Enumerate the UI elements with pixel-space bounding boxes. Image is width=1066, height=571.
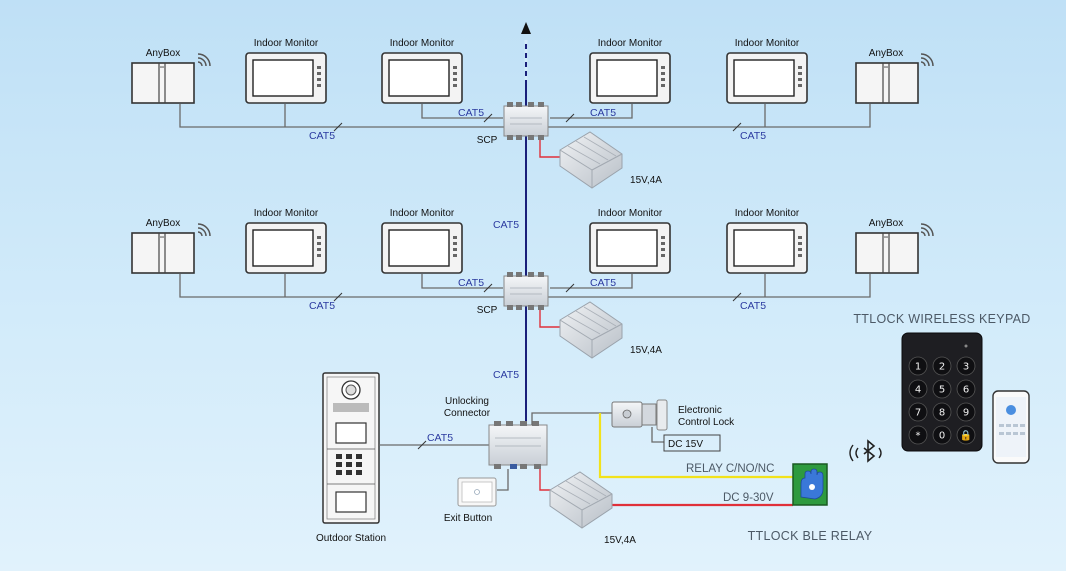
keypad-key <box>956 356 976 376</box>
wireless-keypad-label: TTLOCK WIRELESS KEYPAD <box>853 312 1030 326</box>
keypad-key <box>932 402 952 422</box>
indoor-monitor-label: Indoor Monitor <box>735 208 800 219</box>
indoor-monitor-label: Indoor Monitor <box>390 208 455 219</box>
indoor-monitor-label: Indoor Monitor <box>254 38 319 49</box>
keypad-key-label: * <box>916 431 921 442</box>
anybox-label: AnyBox <box>146 48 180 59</box>
electronic-lock-label: Control Lock <box>678 417 735 428</box>
keypad-key-label: 8 <box>939 408 945 419</box>
dc-9-30v-label: DC 9-30V <box>723 492 774 504</box>
keypad-key <box>956 402 976 422</box>
relay-cno-label: RELAY C/NO/NC <box>686 463 774 475</box>
anybox-label: AnyBox <box>869 48 903 59</box>
unlocking-connector-label: Connector <box>444 408 491 419</box>
keypad-key-label: 3 <box>963 362 969 373</box>
cat5-label: CAT5 <box>493 369 519 381</box>
exit-button-device <box>457 477 497 507</box>
keypad-key <box>956 425 976 445</box>
psu-label: 15V,4A <box>604 535 636 546</box>
indoor-monitor-label: Indoor Monitor <box>254 208 319 219</box>
indoor-monitor-label: Indoor Monitor <box>598 38 663 49</box>
indoor-monitor-label: Indoor Monitor <box>598 208 663 219</box>
keypad-key <box>932 356 952 376</box>
floor-row-2: AnyBox Indoor Monitor Indoor Monitor Ind… <box>131 208 934 359</box>
ttlock-wireless-keypad: 1 2 3 4 5 6 7 8 9 * 0 🔒 <box>901 332 983 452</box>
unlocking-connector-label: Unlocking <box>445 396 489 407</box>
keypad-key <box>908 402 928 422</box>
dc-15v-box <box>663 434 721 452</box>
cat5-label: CAT5 <box>740 130 766 142</box>
anybox-label: AnyBox <box>869 218 903 229</box>
indoor-monitor-label: Indoor Monitor <box>735 38 800 49</box>
exit-button-label: Exit Button <box>444 513 492 524</box>
keypad-key <box>956 379 976 399</box>
keypad-key-label: 🔒 <box>960 430 972 442</box>
keypad-key <box>908 356 928 376</box>
cat5-label: CAT5 <box>458 107 484 119</box>
keypad-key <box>908 379 928 399</box>
keypad-key-label: 7 <box>915 408 921 419</box>
keypad-key <box>932 425 952 445</box>
electronic-lock-label: Electronic <box>678 405 722 416</box>
scp-label: SCP <box>477 135 498 146</box>
keypad-key-label: 6 <box>963 385 969 396</box>
outdoor-station <box>322 372 380 524</box>
cat5-label: CAT5 <box>427 432 453 444</box>
smartphone-icon <box>992 390 1030 464</box>
keypad-key-label: 9 <box>963 408 969 419</box>
keypad-key-label: 1 <box>915 362 921 373</box>
psu-label: 15V,4A <box>630 175 662 186</box>
keypad-key-label: 0 <box>939 431 945 442</box>
cat5-label: CAT5 <box>590 277 616 289</box>
psu-label: 15V,4A <box>630 345 662 356</box>
keypad-key-label: 2 <box>939 362 945 373</box>
cat5-label: CAT5 <box>458 277 484 289</box>
dc-15v-label: DC 15V <box>668 439 703 450</box>
cat5-label: CAT5 <box>493 219 519 231</box>
ble-relay-label: TTLOCK BLE RELAY <box>748 529 873 543</box>
entrance-section: Outdoor Station CAT5 Unlocking Connector <box>316 372 882 546</box>
cat5-label: CAT5 <box>590 107 616 119</box>
scp-label: SCP <box>477 305 498 316</box>
keypad-key-label: 4 <box>915 385 921 396</box>
cat5-label: CAT5 <box>740 300 766 312</box>
outdoor-station-label: Outdoor Station <box>316 533 386 544</box>
indoor-monitor-label: Indoor Monitor <box>390 38 455 49</box>
unlocking-connector <box>488 421 548 469</box>
keypad-key <box>932 379 952 399</box>
bluetooth-icon <box>849 439 882 463</box>
anybox-label: AnyBox <box>146 218 180 229</box>
electronic-control-lock <box>611 399 668 431</box>
keypad-key-label: 5 <box>939 385 945 396</box>
ttlock-ble-relay <box>792 463 828 506</box>
floor-row-1: AnyBox Indoor Monitor Indoor Monitor Ind… <box>131 38 934 189</box>
keypad-key <box>908 425 928 445</box>
bus-up-arrow <box>521 22 531 34</box>
cat5-label: CAT5 <box>309 300 335 312</box>
cat5-label: CAT5 <box>309 130 335 142</box>
